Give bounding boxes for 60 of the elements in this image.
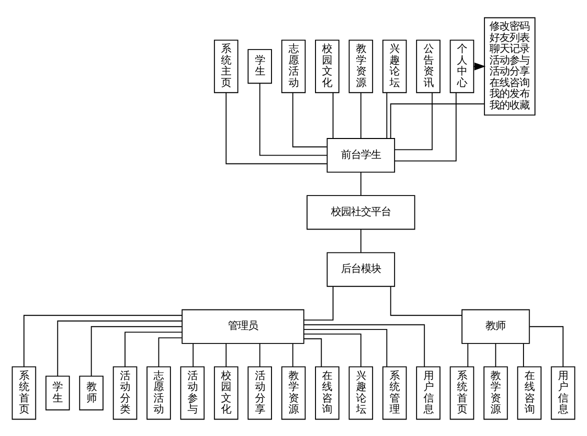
node-box: 在线咨询: [517, 366, 542, 420]
connector: [259, 342, 260, 367]
connector: [303, 328, 388, 367]
connector: [303, 286, 334, 320]
node-box: 修改密码 好友列表 聊天记录 活动参与 活动分享 在线咨询 我的发布 我的收藏: [484, 16, 536, 116]
node-box: 学生: [248, 48, 272, 84]
connector: [495, 342, 496, 367]
node-box: 系统管理: [382, 366, 407, 420]
connector: [332, 92, 334, 138]
connector: [292, 92, 328, 147]
connector: [360, 92, 362, 138]
node-box: 教学资源: [484, 366, 508, 420]
node-box: 后台模块: [326, 252, 396, 286]
node-box: 活动参与: [180, 366, 205, 420]
node-box: 系统首页: [12, 366, 36, 420]
connector: [192, 342, 194, 367]
node-box: 学生: [45, 375, 70, 410]
node-box: 在线咨询: [315, 366, 340, 420]
node-box: 活动分享: [248, 366, 272, 420]
connector: [467, 342, 468, 367]
node-box: 用户信息: [416, 366, 440, 420]
node-box: 系统主页: [214, 39, 238, 93]
connector: [292, 342, 294, 367]
node-box: 教学资源: [281, 366, 306, 420]
node-box: 校园文化: [214, 366, 238, 420]
connector: [523, 342, 524, 367]
connector: [259, 82, 328, 156]
connector: [124, 331, 182, 367]
node-box: 公告资讯: [416, 39, 440, 93]
node-box: 教师: [79, 375, 104, 410]
connector: [303, 324, 425, 367]
connector: [394, 92, 433, 150]
connector: [390, 102, 485, 138]
connector: [360, 171, 362, 196]
connector: [90, 326, 182, 376]
connector: [226, 342, 227, 367]
connector: [390, 286, 462, 316]
node-box: 校园文化: [315, 39, 340, 93]
node-box: 教师: [462, 308, 530, 344]
node-box: 教学资源: [348, 39, 374, 93]
node-box: 前台学生: [326, 138, 396, 172]
connector: [386, 92, 388, 138]
connector: [23, 314, 182, 367]
connector: [57, 320, 182, 376]
node-box: 用户信息: [550, 366, 576, 420]
node-box: 校园社交平台: [306, 194, 416, 230]
connector: [394, 92, 457, 161]
connector: [158, 336, 182, 367]
connector: [303, 338, 322, 367]
node-box: 活动分类: [112, 366, 138, 420]
node-box: 志愿活动: [281, 39, 306, 93]
connector: [529, 326, 564, 367]
connector: [304, 333, 362, 367]
node-box: 志愿活动: [146, 366, 171, 420]
node-box: 系统首页: [450, 366, 474, 420]
node-box: 管理员: [182, 308, 304, 344]
connector: [360, 228, 362, 252]
connector: [226, 92, 328, 164]
node-box: 兴趣论坛: [382, 39, 407, 93]
node-box: 兴趣论坛: [348, 366, 374, 420]
